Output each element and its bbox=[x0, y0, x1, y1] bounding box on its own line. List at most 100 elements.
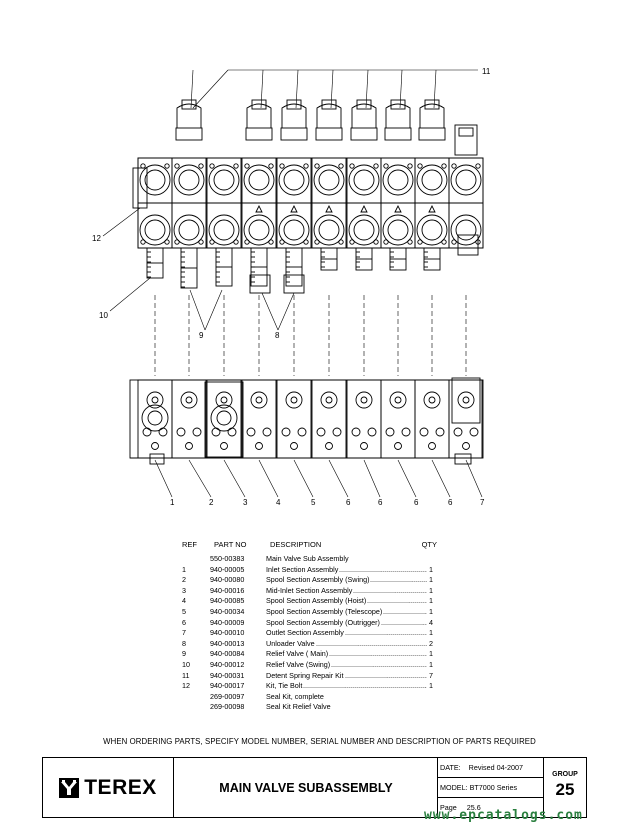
side-bolt bbox=[351, 427, 361, 437]
part-description: Seal Kit Relief Valve bbox=[266, 702, 331, 712]
side-port-inner bbox=[360, 396, 368, 404]
part-qty: 1 bbox=[429, 628, 433, 638]
port-inner bbox=[144, 219, 166, 241]
part-ref: 1 bbox=[182, 564, 186, 574]
side-bolt bbox=[419, 427, 429, 437]
port-inner bbox=[213, 219, 235, 241]
side-port-inner bbox=[325, 396, 333, 404]
leader-bottom bbox=[397, 459, 417, 498]
part-description: Kit, Tie Bolt bbox=[266, 681, 303, 691]
leader-8 bbox=[277, 292, 295, 331]
part-ref: 7 bbox=[182, 628, 186, 638]
inlet-side-port bbox=[132, 167, 148, 209]
leader-12 bbox=[102, 207, 141, 237]
detent-cap-top bbox=[321, 99, 337, 110]
side-port-inner bbox=[151, 396, 159, 404]
part-number: 940-00017 bbox=[210, 681, 245, 691]
side-port bbox=[180, 391, 198, 409]
bolt-hole bbox=[373, 163, 379, 169]
port-inner bbox=[455, 219, 477, 241]
leader-bottom bbox=[258, 459, 279, 498]
bolt-hole bbox=[383, 239, 389, 245]
leader-11 bbox=[295, 69, 299, 109]
bolt-hole bbox=[198, 163, 204, 169]
port-outer bbox=[313, 164, 345, 196]
part-number: 940-00084 bbox=[210, 649, 245, 659]
port-outer bbox=[382, 164, 414, 196]
part-qty: 1 bbox=[429, 575, 433, 585]
bolt-hole bbox=[451, 239, 457, 245]
mid-inlet-port-inner bbox=[216, 410, 232, 426]
unloader-body bbox=[283, 274, 305, 294]
side-bolt bbox=[428, 442, 436, 450]
bolt-hole bbox=[174, 239, 180, 245]
bolt-hole bbox=[417, 163, 423, 169]
inlet-port bbox=[141, 404, 169, 432]
detent-collar bbox=[384, 127, 412, 141]
side-bolt bbox=[453, 427, 463, 437]
leader-dots: ........................................… bbox=[367, 596, 427, 606]
port-inner bbox=[455, 169, 477, 191]
detent-cap bbox=[385, 103, 411, 128]
side-port bbox=[320, 391, 338, 409]
part-qty: 7 bbox=[429, 670, 433, 680]
detent-cap bbox=[281, 103, 307, 128]
side-bolt bbox=[185, 442, 193, 450]
page-label: Page bbox=[440, 803, 457, 812]
port-inner bbox=[248, 219, 270, 241]
model-line: MODEL: BT7000 Series bbox=[437, 778, 543, 798]
side-body-outline bbox=[129, 379, 483, 459]
leader-bottom bbox=[223, 459, 246, 498]
leader-dots: ........................................… bbox=[331, 659, 427, 669]
leader-dots: ........................................… bbox=[316, 638, 427, 648]
part-description: Spool Section Assembly (Outrigger) bbox=[266, 617, 380, 627]
detent-cap bbox=[419, 103, 445, 128]
group-box: GROUP 25 bbox=[543, 758, 587, 817]
watermark: www.epcatalogs.com bbox=[424, 808, 583, 823]
part-description: Spool Section Assembly (Telescope) bbox=[266, 606, 383, 616]
port-marker bbox=[325, 204, 333, 213]
side-port bbox=[250, 391, 268, 409]
side-port-inner bbox=[394, 396, 402, 404]
bolt-hole bbox=[451, 163, 457, 169]
leader-dots: ........................................… bbox=[339, 564, 427, 574]
callout-labels: 11 12 10 9 8 bbox=[92, 67, 491, 340]
part-description: Main Valve Sub Assembly bbox=[266, 554, 349, 563]
detent-cap-top bbox=[251, 99, 267, 110]
side-bolt bbox=[367, 427, 377, 437]
part-qty: 1 bbox=[429, 681, 433, 691]
bolt-hole bbox=[244, 239, 250, 245]
part-ref: 5 bbox=[182, 606, 186, 616]
terex-logo: TEREX bbox=[43, 758, 174, 817]
port-inner bbox=[353, 219, 375, 241]
bottom-callout-6: 6 bbox=[346, 498, 351, 507]
bolt-hole bbox=[268, 239, 274, 245]
bolt-hole bbox=[209, 163, 215, 169]
port-outer bbox=[450, 164, 482, 196]
bolt-hole bbox=[279, 163, 285, 169]
side-bolt bbox=[246, 427, 256, 437]
port-inner bbox=[353, 169, 375, 191]
tie-bolt-nut bbox=[457, 234, 479, 256]
port-outer bbox=[313, 214, 345, 246]
side-port-inner bbox=[428, 396, 436, 404]
bolt-hole bbox=[314, 163, 320, 169]
leader-11 bbox=[192, 69, 229, 109]
part-description: Relief Valve ( Main) bbox=[266, 649, 329, 659]
header-part-no: PART NO bbox=[214, 540, 247, 549]
callout-10: 10 bbox=[99, 311, 108, 320]
bolt-hole bbox=[233, 239, 239, 245]
header-qty: QTY bbox=[421, 540, 437, 549]
bottom-callout-1: 1 bbox=[170, 498, 175, 507]
leader-11 bbox=[399, 69, 403, 109]
top-view-assembly bbox=[132, 99, 484, 294]
part-number: 940-00005 bbox=[210, 564, 245, 574]
model-value: BT7000 Series bbox=[469, 783, 518, 792]
side-port bbox=[389, 391, 407, 409]
